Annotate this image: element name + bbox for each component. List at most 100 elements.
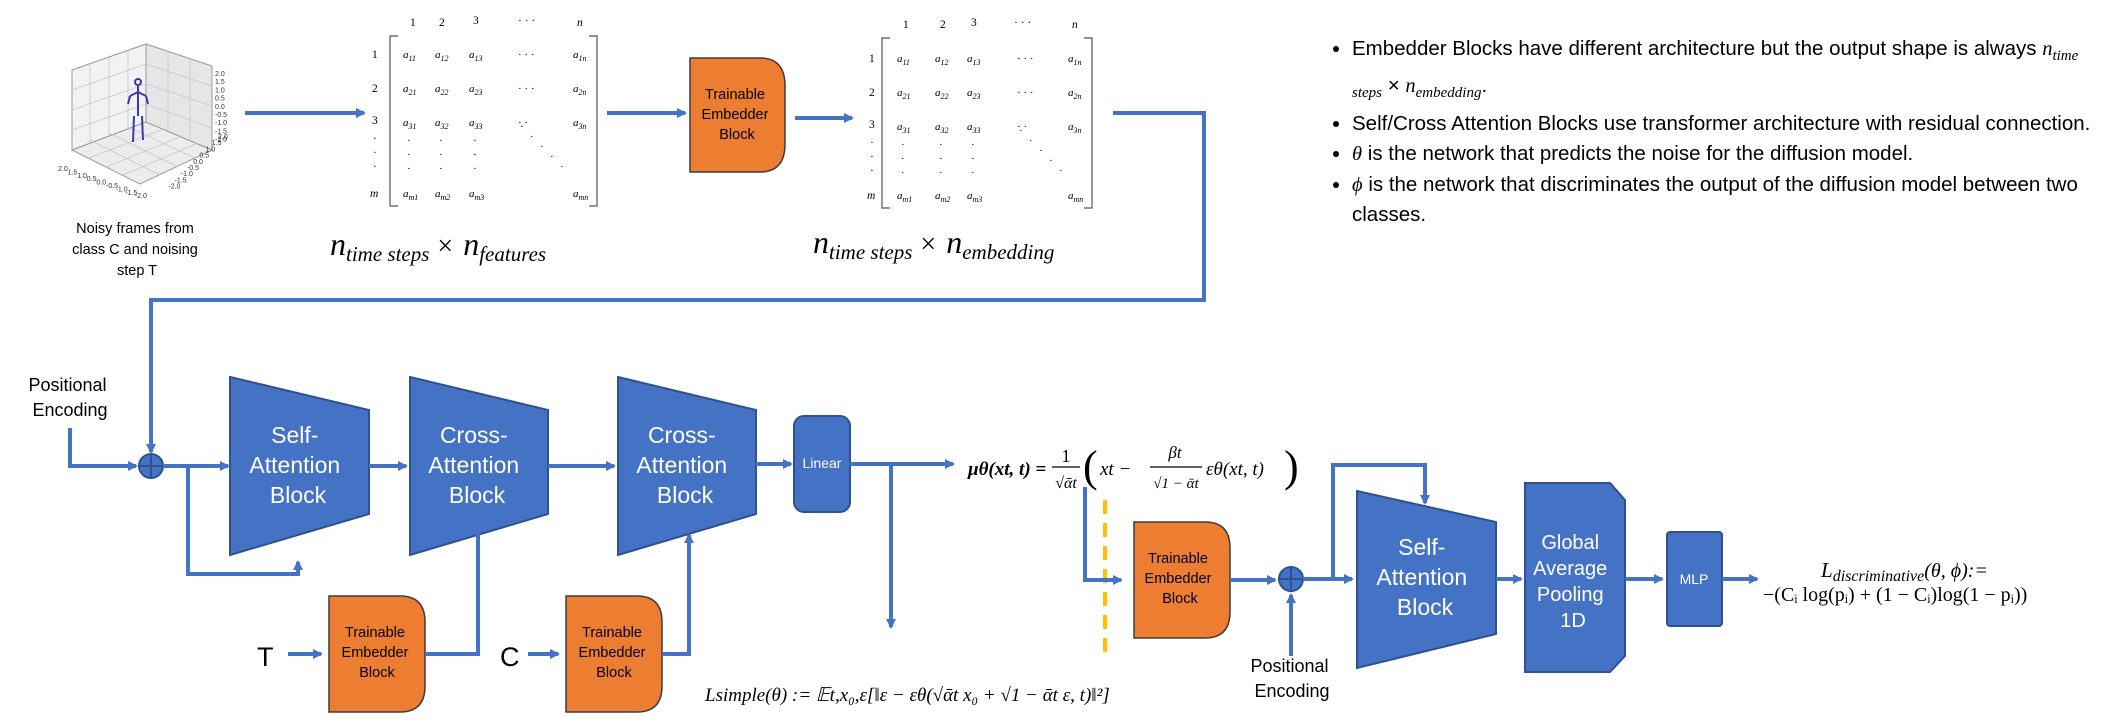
matrix-dot: · (520, 121, 524, 133)
matrix-dot: · (560, 161, 564, 173)
matrix-cell: a12 (435, 49, 449, 63)
matrix-cell: a1n (1068, 53, 1082, 67)
skeleton-axis-tick: -0.5 (215, 112, 227, 119)
linear-block-label: Linear (803, 455, 842, 471)
svg-text:·: · (870, 151, 874, 163)
skeleton-axis-tick: -1.0 (116, 186, 128, 193)
note-phi: ϕ is the network that discriminates the … (1352, 170, 2102, 229)
svg-text:−(Cᵢ log(pᵢ) + (1 − Cᵢ)log(1 −: −(Cᵢ log(pᵢ) + (1 − Cᵢ)log(1 − pᵢ)) (1763, 584, 2027, 606)
embedder-block-T (328, 595, 426, 713)
svg-text:βt: βt (1167, 443, 1182, 462)
skeleton-axis-tick: 1.0 (77, 173, 87, 180)
matrix-dot: · (439, 149, 443, 161)
matrix-dot: · (971, 139, 975, 151)
skeleton-axis-tick: -1.0 (181, 171, 193, 178)
svg-text:· · ·: · · · (1014, 17, 1031, 29)
matrix-dot: · (971, 167, 975, 179)
mlp-block-label: MLP (1680, 571, 1709, 587)
matrix-dot: · (939, 167, 943, 179)
skeleton-axis-tick: 0.5 (199, 153, 209, 160)
svg-text:1: 1 (869, 53, 875, 65)
self-attention-block-2 (1356, 489, 1497, 670)
matrix-cell: a3n (1068, 121, 1082, 135)
arrow-embC-to-ca2 (662, 533, 694, 656)
skeleton-axis-tick: -0.5 (106, 183, 118, 190)
svg-text:Ldiscriminative(θ, ϕ):=: Ldiscriminative(θ, ϕ):= (1820, 558, 1988, 585)
matrix-dot: · (407, 163, 411, 175)
svg-text:1: 1 (903, 19, 909, 31)
matrix-cell: am1 (403, 188, 418, 202)
matrix-cell: · · · (518, 83, 535, 95)
matrix-cell: a3n (573, 117, 587, 131)
cross-attention-block-1 (409, 375, 549, 557)
skeleton-axis-tick: 1.5 (68, 169, 78, 176)
matrix-cell: amn (573, 188, 588, 202)
arrow-embT-to-ca1 (425, 521, 483, 656)
input-C: C (500, 642, 520, 672)
cross-attention-block-1-label: Cross- Attention Block (428, 422, 525, 508)
skeleton-axis-tick: 2.0 (58, 166, 68, 173)
matrix-dot: · (540, 141, 544, 153)
skeleton-axis-tick: -0.5 (187, 165, 199, 172)
matrix-cell: a32 (935, 121, 949, 135)
matrix-cell: amn (1068, 190, 1083, 204)
matrix-cell: · · · (1017, 87, 1034, 99)
svg-text:3: 3 (869, 119, 875, 131)
svg-text:m: m (370, 188, 378, 200)
skeleton-axis-tick: -2.0 (135, 193, 147, 200)
svg-text:n: n (577, 17, 583, 29)
matrix-cell: · · (1017, 121, 1027, 133)
arrow-embedding-to-sum (146, 111, 1206, 454)
matrix-cell: a23 (469, 83, 483, 97)
arrow-residual-selfattn (186, 466, 303, 576)
note-attention-blocks: Self/Cross Attention Blocks use transfor… (1352, 109, 2102, 138)
svg-text:·: · (870, 165, 874, 177)
svg-text:1: 1 (1062, 446, 1071, 466)
svg-text:√1 − ᾱt: √1 − ᾱt (1153, 476, 1199, 492)
l-simple-equation: Lsimple(θ) := 𝔼t,x₀,ε[‖ε − εθ(√ᾱt x₀ + √… (704, 685, 1110, 706)
svg-text:3: 3 (473, 15, 479, 27)
matrix-cell: a31 (403, 117, 417, 131)
self-attention-block-1 (229, 375, 370, 557)
matrix-cell: a13 (967, 53, 981, 67)
sum-node-left (138, 453, 164, 479)
matrix-cell: a33 (469, 117, 483, 131)
matrix-dot: · (530, 131, 534, 143)
matrix-dot: · (939, 153, 943, 165)
arrow-residual-selfattn2 (1331, 463, 1430, 579)
matrix-cell: · · · (1017, 53, 1034, 65)
matrix-cell: am2 (435, 188, 450, 202)
matrix-cell: a21 (897, 87, 911, 101)
matrix-cell: a1n (573, 49, 587, 63)
skeleton-axis-tick: 0.0 (193, 159, 203, 166)
svg-text:(: ( (1083, 442, 1098, 491)
arrow-posenc-to-sum (68, 428, 138, 471)
matrix-dot: · (439, 163, 443, 175)
matrix1-shape: ntime steps×nfeatures (330, 226, 546, 266)
skeleton-axis-tick: 0.5 (215, 96, 225, 103)
skeleton-axis-tick: -1.5 (125, 190, 137, 197)
matrix-dot: · (1059, 165, 1063, 177)
matrix-cell: am3 (469, 188, 484, 202)
svg-text:n: n (1072, 19, 1078, 31)
svg-text:m: m (867, 190, 875, 202)
matrix-cell: a13 (469, 49, 483, 63)
skeleton-axis-tick: -1.5 (215, 128, 227, 135)
embedder-block-mu (1133, 521, 1231, 639)
skeleton-axis-tick: 1.5 (215, 79, 225, 86)
matrix-cell: a33 (967, 121, 981, 135)
skeleton-axis-tick: -1.5 (175, 177, 187, 184)
matrix-cell: am1 (897, 190, 912, 204)
svg-text:·: · (373, 133, 377, 145)
positional-encoding-left: Positional Encoding (28, 375, 111, 420)
matrix-cell: a31 (897, 121, 911, 135)
svg-text:·: · (870, 137, 874, 149)
svg-text:εθ(xt, t): εθ(xt, t) (1206, 459, 1264, 480)
note-theta: θ is the network that predicts the noise… (1352, 139, 2102, 169)
matrix-cell: a11 (403, 49, 416, 63)
matrix-cell: a11 (897, 53, 910, 67)
matrix2-shape: ntime steps×nembedding (813, 224, 1054, 264)
svg-text:2: 2 (439, 17, 445, 29)
